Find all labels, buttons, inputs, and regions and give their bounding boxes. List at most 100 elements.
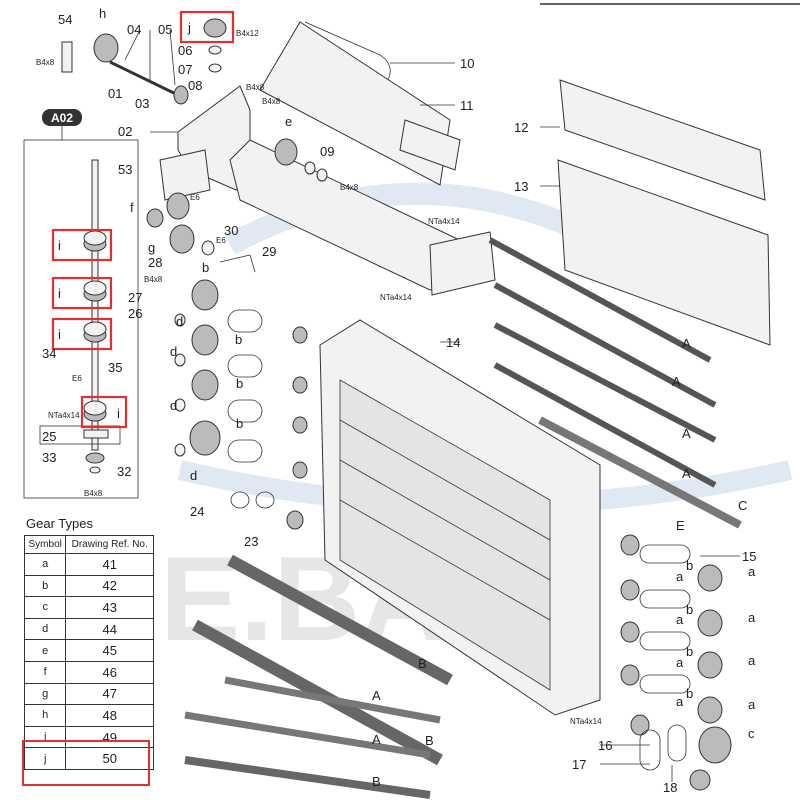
- gear-ref: 46: [65, 660, 154, 684]
- roller-b-2: [192, 619, 443, 766]
- callout-54: 54: [58, 12, 72, 27]
- part-j-gear: [203, 18, 227, 38]
- part-23-ring: [255, 491, 275, 509]
- callout-b-low-3: B: [372, 774, 381, 789]
- callout-18: 18: [663, 780, 677, 795]
- highlight-i-4: [80, 395, 128, 429]
- callout-i-4: i: [117, 406, 120, 421]
- part-10-handle: [304, 21, 391, 81]
- callout-05: 05: [158, 22, 172, 37]
- callout-i-3: i: [58, 327, 61, 342]
- part-06-washer: [208, 45, 222, 55]
- gear-symbol: h: [23, 704, 67, 727]
- callout-b4x8-1: B4x8: [36, 58, 55, 67]
- part-14-rib-1: [339, 419, 551, 541]
- a02-bracket-lead: [39, 425, 121, 445]
- gear-ref: 49: [65, 725, 154, 749]
- part-13-guide: [557, 159, 771, 346]
- part-f-gear: [146, 208, 164, 228]
- callout-29: 29: [262, 244, 276, 259]
- callout-b-low-2: B: [425, 733, 434, 748]
- callout-a-r-2: a: [748, 564, 756, 579]
- callout-a-r-3: a: [676, 612, 684, 627]
- part-box-right-end: [429, 231, 496, 296]
- callout-b-r-1: b: [686, 558, 693, 573]
- leader-lines: [124, 29, 740, 782]
- gear-stack-left: [174, 279, 221, 457]
- part-12-guide: [559, 79, 766, 201]
- callout-b4x8-4: B4x8: [340, 183, 359, 192]
- gear-ref: 48: [65, 704, 154, 727]
- part-11-guide-plate: [399, 119, 461, 171]
- callout-b4x12: B4x12: [236, 29, 259, 38]
- a02-gear-i-1: [83, 230, 107, 252]
- roller-a-4: [493, 362, 717, 488]
- callout-d-1: d: [176, 314, 183, 329]
- callout-a-1: A: [682, 336, 691, 351]
- gear-table-header-row: Symbol Drawing Ref. No.: [23, 535, 154, 554]
- callout-a-r-7: a: [676, 694, 684, 709]
- part-09-washer-1: [304, 161, 316, 175]
- callout-33: 33: [42, 450, 56, 465]
- callout-27: 27: [128, 290, 142, 305]
- gear-ref: 43: [65, 596, 154, 619]
- callout-d-4: d: [190, 468, 197, 483]
- callout-b-1: b: [202, 260, 209, 275]
- roller-a-3: [493, 322, 717, 443]
- callout-b-r-2: b: [686, 602, 693, 617]
- callout-h: h: [99, 6, 106, 21]
- gear-stack-right: [620, 534, 732, 791]
- callout-a-r-4: a: [748, 610, 756, 625]
- belt-stack-left: [227, 309, 263, 463]
- callout-34: 34: [42, 346, 56, 361]
- callout-28: 28: [148, 255, 162, 270]
- callout-07: 07: [178, 62, 192, 77]
- callout-i-1: i: [58, 238, 61, 253]
- callout-b4x8-2: B4x8: [246, 83, 265, 92]
- part-f-gear-2: [166, 192, 190, 220]
- callout-30: 30: [224, 223, 238, 238]
- callout-a-2: A: [672, 374, 681, 389]
- callout-b4x8-6: B4x8: [84, 489, 103, 498]
- a02-washer-32: [89, 466, 101, 474]
- callout-nta-2: NTa4x14: [380, 293, 412, 302]
- callout-14: 14: [446, 335, 460, 350]
- roller-b-1: [227, 554, 453, 686]
- callout-b-2: b: [235, 332, 242, 347]
- gear-ref: 47: [65, 682, 154, 706]
- gear-symbol: d: [23, 617, 67, 641]
- part-14-rib-2: [339, 459, 551, 581]
- part-53-bracket: [159, 149, 211, 201]
- belt-stack-right: [639, 544, 691, 771]
- callout-24: 24: [190, 504, 204, 519]
- callout-09: 09: [320, 144, 334, 159]
- callout-35: 35: [108, 360, 122, 375]
- callout-nta-4: NTa4x14: [570, 717, 602, 726]
- callout-e6-3: E6: [72, 374, 82, 383]
- callout-53: 53: [118, 162, 132, 177]
- callout-06: 06: [178, 43, 192, 58]
- small-gears-mid: [292, 326, 308, 479]
- a02-shaft: [91, 159, 99, 451]
- callout-e: e: [285, 114, 292, 129]
- gear-symbol: c: [23, 596, 67, 619]
- a02-bracket-25: [83, 429, 109, 439]
- callout-e6-2: E6: [216, 236, 226, 245]
- callout-b-3: b: [236, 376, 243, 391]
- callout-a-r-8: a: [748, 697, 756, 712]
- part-h-gear: [93, 33, 119, 63]
- callout-13: 13: [514, 179, 528, 194]
- roller-c: [538, 416, 742, 529]
- callout-e6-1: E6: [190, 193, 200, 202]
- part-07-washer: [208, 63, 222, 73]
- part-e-gear: [274, 138, 298, 166]
- gear-ref: 44: [65, 617, 154, 641]
- callout-c: C: [738, 498, 747, 513]
- part-24-ring: [230, 491, 250, 509]
- callout-f: f: [130, 200, 134, 215]
- a02-gear-i-4: [83, 400, 107, 422]
